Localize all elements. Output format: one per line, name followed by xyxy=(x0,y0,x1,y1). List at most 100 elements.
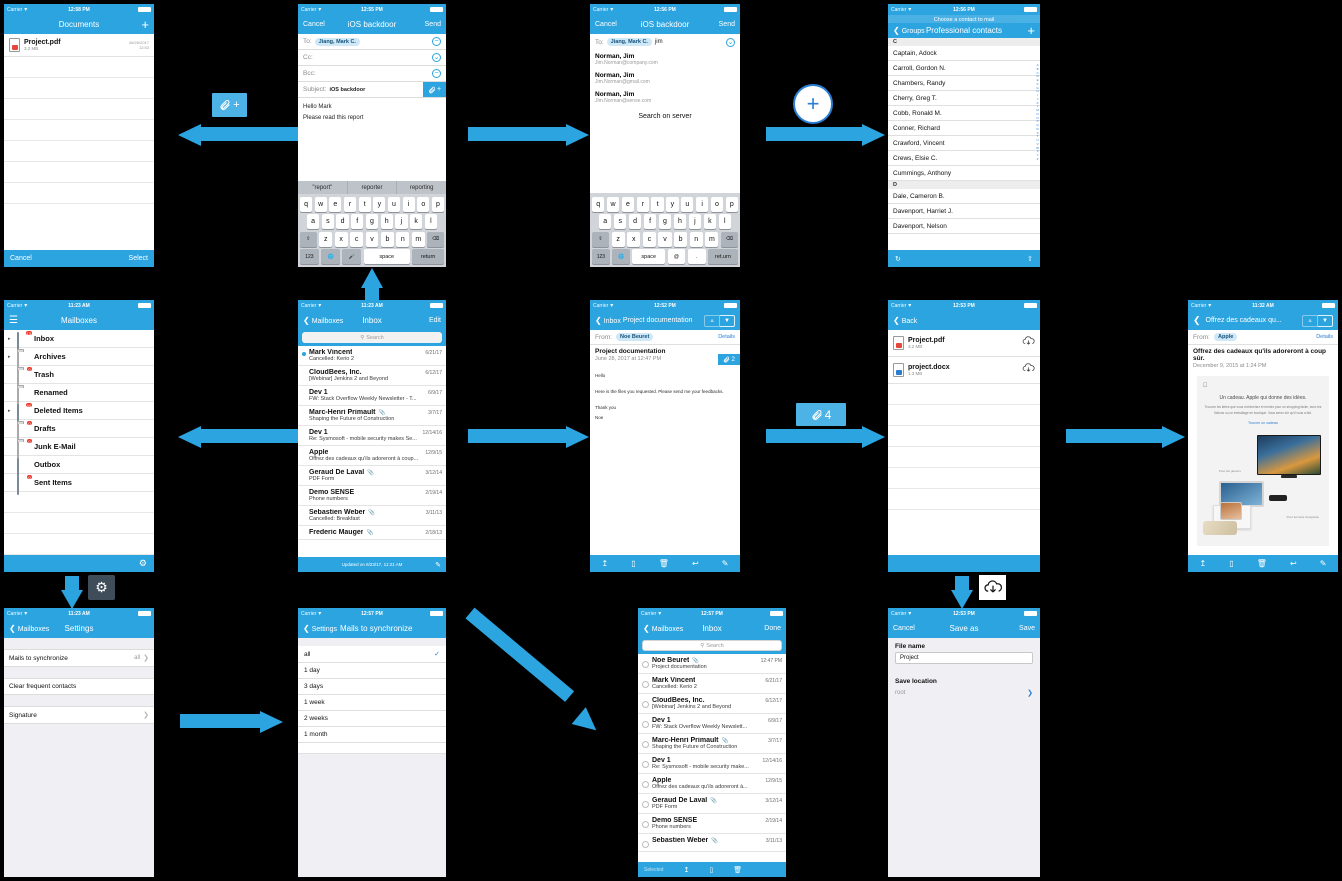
select-checkbox[interactable] xyxy=(642,820,649,828)
return-key[interactable]: ret.urn xyxy=(708,249,738,264)
chevron-up-icon[interactable]: ▲ xyxy=(1302,314,1319,327)
sidebar-item-renamed[interactable]: Renamed xyxy=(4,384,154,405)
message-nav-segments[interactable]: ▲ ▼ xyxy=(704,314,735,327)
key-n[interactable]: n xyxy=(689,231,703,247)
add-document-button[interactable]: + xyxy=(141,17,149,32)
back-to-mailboxes-button[interactable]: ❮Mailboxes xyxy=(643,624,683,633)
contact-row[interactable]: Carroll, Gordon N. xyxy=(888,61,1040,76)
space-key[interactable]: space xyxy=(363,249,410,264)
recipient-chip[interactable]: Jiang, Mark C. xyxy=(606,38,652,46)
key-e[interactable]: e xyxy=(621,196,635,212)
message-body[interactable]: Hello Mark Please read this report xyxy=(298,98,446,129)
key-g[interactable]: g xyxy=(365,214,379,229)
key-m[interactable]: m xyxy=(705,231,719,247)
key-j[interactable]: j xyxy=(688,214,702,229)
done-button[interactable]: Done xyxy=(764,625,781,632)
expand-icon[interactable]: ⌄ xyxy=(432,53,441,62)
contact-row[interactable]: Crawford, Vincent xyxy=(888,136,1040,151)
share-icon[interactable]: ⇧ xyxy=(1027,255,1033,263)
index-letter[interactable]: M xyxy=(1036,108,1039,112)
key-d[interactable]: d xyxy=(336,214,349,229)
sender-chip[interactable]: Noe Beuret xyxy=(615,333,654,341)
mic-icon[interactable]: 🎤 xyxy=(342,249,362,264)
key-r[interactable]: r xyxy=(343,196,357,212)
folder-icon[interactable]: ▯ xyxy=(631,559,636,568)
share-icon[interactable]: ↥ xyxy=(683,866,690,874)
download-cloud-icon[interactable] xyxy=(1022,361,1035,379)
index-letter[interactable]: B xyxy=(1036,66,1039,71)
newsletter-link[interactable]: Trouver un cadeau xyxy=(1203,421,1323,425)
contact-suggestion[interactable]: Norman, Jim Jim.Norman@sense.com xyxy=(590,88,740,107)
key-s[interactable]: s xyxy=(321,214,334,229)
list-item[interactable]: CloudBees, Inc.6/12/17[Webinar] Jenkins … xyxy=(298,366,446,386)
contact-suggestion[interactable]: Norman, Jim Jim.Norman@company.com xyxy=(590,50,740,69)
sidebar-item-outbox[interactable]: Outbox xyxy=(4,456,154,477)
index-letter[interactable]: N xyxy=(1036,111,1039,116)
details-button[interactable]: Details xyxy=(718,334,735,340)
list-item[interactable]: Frederic Mauger📎2/18/13 xyxy=(298,526,446,540)
return-key[interactable]: return xyxy=(412,249,445,264)
select-checkbox[interactable] xyxy=(642,800,649,808)
search-on-server-button[interactable]: Search on server xyxy=(638,113,692,120)
message-nav-segments[interactable]: ▲ ▼ xyxy=(1302,314,1333,327)
collapse-icon[interactable]: − xyxy=(432,37,441,46)
option-2-weeks[interactable]: 2 weeks xyxy=(298,711,446,727)
index-letter[interactable]: L xyxy=(1036,104,1039,109)
backspace-key[interactable]: ⌫ xyxy=(427,231,445,247)
key-y[interactable]: y xyxy=(373,196,386,212)
key-w[interactable]: w xyxy=(606,196,620,212)
back-to-mailboxes-button[interactable]: ❮Mailboxes xyxy=(303,316,343,325)
compose-icon[interactable]: ✎ xyxy=(435,561,441,569)
key-i[interactable]: i xyxy=(695,196,709,212)
back-to-inbox-button[interactable]: ❮Inbox xyxy=(595,316,621,325)
chevron-up-icon[interactable]: ▲ xyxy=(704,314,721,327)
prediction-item[interactable]: reporting xyxy=(409,184,434,191)
key-q[interactable]: q xyxy=(299,196,313,212)
disclosure-icon[interactable]: ▸ xyxy=(8,353,11,360)
key-u[interactable]: u xyxy=(387,196,401,212)
contact-row[interactable]: Captain, Adock xyxy=(888,46,1040,61)
select-checkbox[interactable] xyxy=(642,760,649,768)
key-d[interactable]: d xyxy=(628,214,642,229)
index-letter[interactable]: W xyxy=(1036,145,1039,150)
sidebar-item-trash[interactable]: 0 Trash xyxy=(4,366,154,387)
key-a[interactable]: a xyxy=(599,214,612,229)
key-l[interactable]: l xyxy=(718,214,731,229)
index-letter[interactable]: S xyxy=(1036,130,1039,135)
index-letter[interactable]: T xyxy=(1036,134,1039,139)
contact-row[interactable]: Cobb, Ronald M. xyxy=(888,106,1040,121)
collapse-icon[interactable]: − xyxy=(432,69,441,78)
cancel-button[interactable]: Cancel xyxy=(10,255,32,262)
document-row[interactable]: Project.pdf 3.2 MB 06/26/2017 12:53 xyxy=(4,34,154,57)
shift-key[interactable]: ⇧ xyxy=(299,231,317,247)
select-checkbox[interactable] xyxy=(642,780,649,788)
index-letter[interactable]: K xyxy=(1036,100,1039,105)
chevron-down-icon[interactable]: ▼ xyxy=(1318,314,1333,327)
download-cloud-icon[interactable] xyxy=(1022,334,1035,352)
back-button[interactable]: ❮ xyxy=(1193,315,1201,325)
index-letter[interactable]: R xyxy=(1036,126,1039,131)
key-m[interactable]: m xyxy=(411,231,425,247)
disclosure-icon[interactable]: ▸ xyxy=(8,407,11,414)
globe-icon[interactable]: 🌐 xyxy=(321,249,340,264)
sender-chip[interactable]: Apple xyxy=(1213,333,1238,341)
key-o[interactable]: o xyxy=(417,196,430,212)
select-checkbox[interactable] xyxy=(642,740,649,748)
index-letter[interactable]: Y xyxy=(1036,153,1039,157)
key-a[interactable]: a xyxy=(307,214,320,229)
chevron-down-icon[interactable]: ▼ xyxy=(720,314,735,327)
key-e[interactable]: e xyxy=(329,196,342,212)
sidebar-item-sent-items[interactable]: 0 Sent Items xyxy=(4,474,154,495)
key-b[interactable]: b xyxy=(380,231,394,247)
key-c[interactable]: c xyxy=(642,231,656,247)
index-letter[interactable]: D xyxy=(1036,74,1039,79)
key-x[interactable]: x xyxy=(334,231,348,247)
contact-row[interactable]: Cherry, Greg T. xyxy=(888,91,1040,106)
